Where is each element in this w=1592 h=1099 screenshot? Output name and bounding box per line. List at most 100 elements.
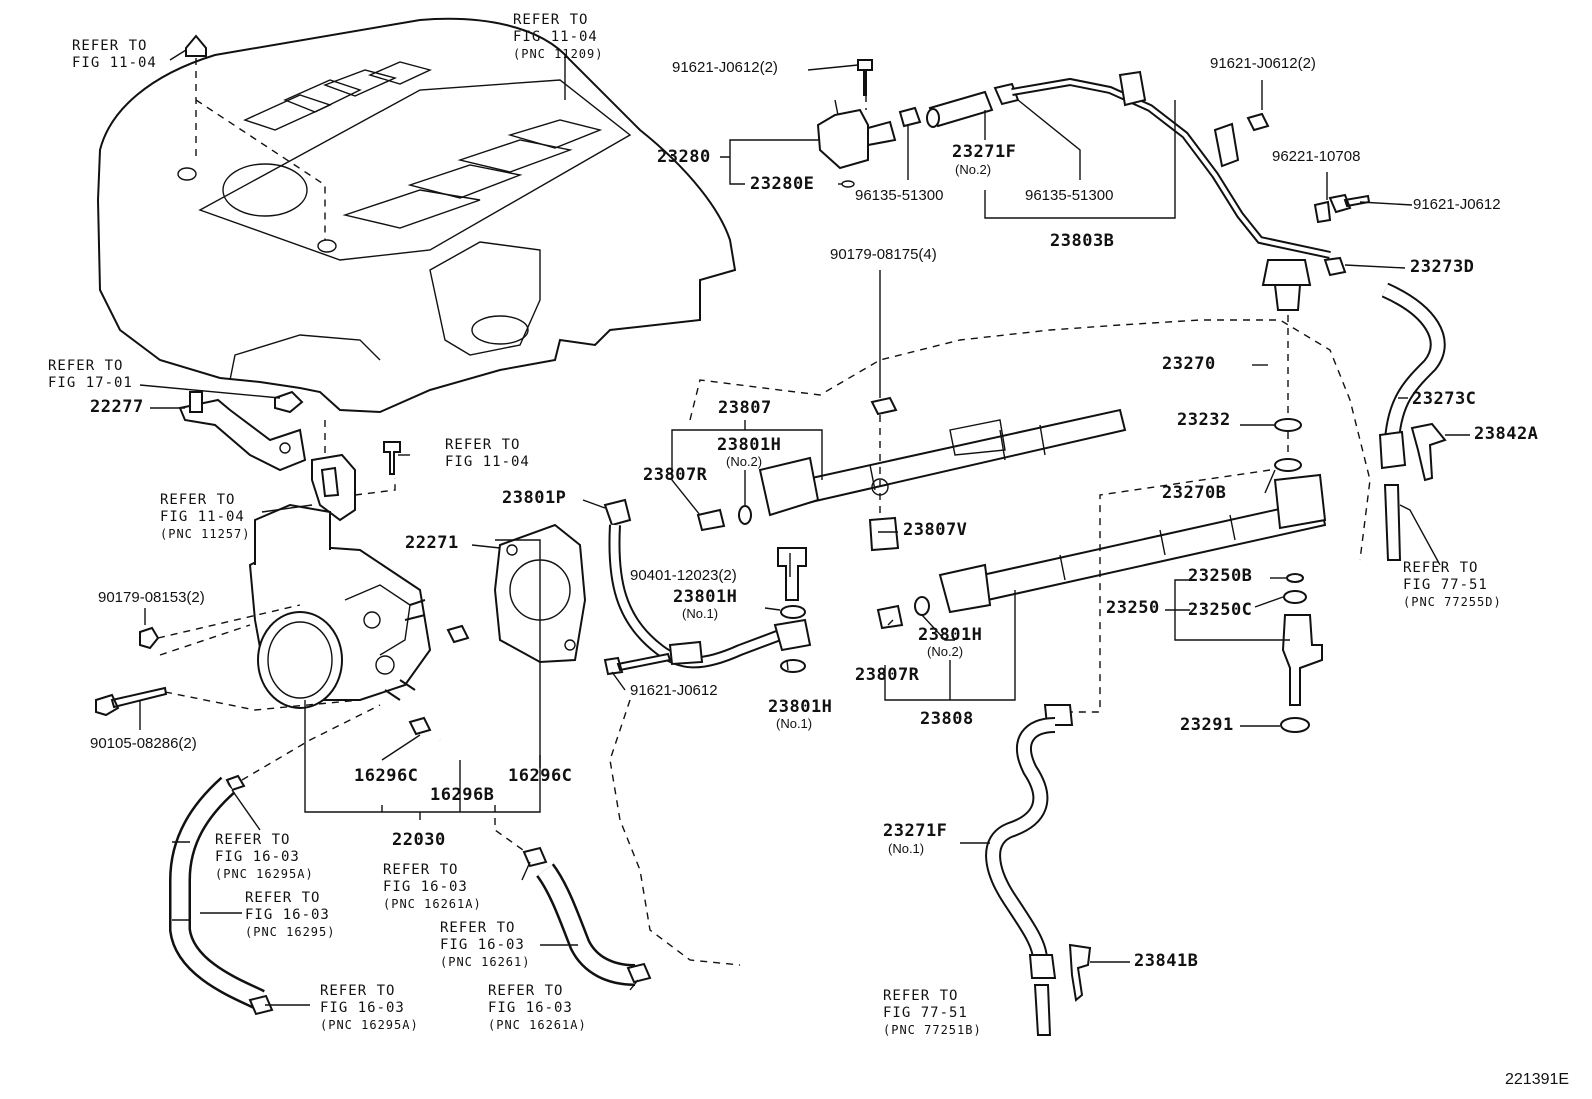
bolt-90401 xyxy=(777,547,807,673)
part-label-23271F-no1: 23271F xyxy=(883,821,948,841)
fuel-hose-23271F-no2 xyxy=(926,82,1020,128)
bracket-22277 xyxy=(178,390,307,472)
part-label-23803B: 23803B xyxy=(1050,231,1115,251)
bracket-11257 xyxy=(311,453,396,522)
part-label-23801H-no1-b: 23801H xyxy=(768,697,833,717)
ref-hose-16295A-bottom: REFER TO FIG 16-03 (PNC 16295A) xyxy=(320,983,419,1034)
ref-line: REFER TO xyxy=(488,983,564,999)
part-label-23801P: 23801P xyxy=(502,488,567,508)
ref-hose-16295: REFER TO FIG 16-03 (PNC 16295) xyxy=(245,890,335,941)
leader-lines xyxy=(139,49,1470,1006)
engine-cover xyxy=(96,17,737,414)
ref-line: (PNC 77251B) xyxy=(883,1023,982,1037)
part-label-96135-b: 96135-51300 xyxy=(1025,187,1114,204)
ref-line: FIG 16-03 xyxy=(320,1000,405,1016)
part-label-22271: 22271 xyxy=(405,533,459,553)
part-label-22277: 22277 xyxy=(90,397,144,417)
ref-line: (PNC 16295) xyxy=(245,925,336,939)
throttle-fasteners xyxy=(95,604,361,717)
ref-line: (PNC 16261A) xyxy=(488,1018,587,1032)
part-label-23280: 23280 xyxy=(657,147,711,167)
fuel-tube-23803B xyxy=(1011,70,1331,259)
clamps-16296C xyxy=(225,624,470,792)
bolt-11-04 xyxy=(383,441,401,475)
ref-line: REFER TO xyxy=(513,12,589,28)
part-label-23291: 23291 xyxy=(1180,715,1234,735)
ref-line: (PNC 16295A) xyxy=(320,1018,419,1032)
hose-23273C xyxy=(1323,256,1446,561)
ref-line: REFER TO xyxy=(72,38,148,54)
part-label-90105: 90105-08286(2) xyxy=(90,735,197,752)
part-label-22030: 22030 xyxy=(392,830,446,850)
ref-line: FIG 16-03 xyxy=(440,937,525,953)
ref-bolt-mid: REFER TO FIG 11-04 xyxy=(445,437,530,471)
part-label-91621-right-top: 91621-J0612(2) xyxy=(1210,55,1316,72)
ref-fuel-77255D: REFER TO FIG 77-51 (PNC 77255D) xyxy=(1403,560,1502,611)
fuel-pipe-23801P xyxy=(603,498,812,669)
part-label-23250B: 23250B xyxy=(1188,566,1253,586)
ref-fuel-77251B: REFER TO FIG 77-51 (PNC 77251B) xyxy=(883,988,982,1039)
ref-line: REFER TO xyxy=(883,988,959,1004)
ref-line: REFER TO xyxy=(215,832,291,848)
part-sub-23271F-no2: (No.2) xyxy=(955,162,992,177)
delivery-pipe-fasteners xyxy=(696,396,900,552)
part-label-23250: 23250 xyxy=(1106,598,1160,618)
ref-line: FIG 16-03 xyxy=(215,849,300,865)
part-label-91621-top: 91621-J0612(2) xyxy=(672,59,778,76)
part-sub-23801H-no2-a: (No.2) xyxy=(726,454,763,469)
ref-line: (PNC 16261) xyxy=(440,955,531,969)
ref-bracket-11257: REFER TO FIG 11-04 (PNC 11257) xyxy=(160,492,250,543)
part-label-90401: 90401-12023(2) xyxy=(630,567,737,584)
part-sub-23801H-no1-a: (No.1) xyxy=(682,606,719,621)
part-label-90179-4: 90179-08175(4) xyxy=(830,246,937,263)
bolt-91621-mid xyxy=(603,652,672,676)
ref-line: REFER TO xyxy=(160,492,236,508)
ref-line: REFER TO xyxy=(383,862,459,878)
ref-line: FIG 77-51 xyxy=(883,1005,968,1021)
part-label-23807V: 23807V xyxy=(903,520,968,540)
hose-16261 xyxy=(494,805,652,986)
ref-line: FIG 11-04 xyxy=(72,55,157,71)
part-label-90179-2: 90179-08153(2) xyxy=(98,589,205,606)
ref-line: (PNC 16261A) xyxy=(383,897,482,911)
part-label-96221: 96221-10708 xyxy=(1272,148,1361,165)
part-label-23807R-b: 23807R xyxy=(855,665,920,685)
clip-23841B xyxy=(1068,943,1092,1002)
clamp-96221 xyxy=(1313,193,1371,224)
ref-line: REFER TO xyxy=(320,983,396,999)
ref-line: FIG 16-03 xyxy=(488,1000,573,1016)
ref-line: REFER TO xyxy=(445,437,521,453)
part-label-23273C: 23273C xyxy=(1412,389,1477,409)
part-label-23250C: 23250C xyxy=(1188,600,1253,620)
part-label-23801H-no2-b: 23801H xyxy=(918,625,983,645)
ref-line: FIG 11-04 xyxy=(445,454,530,470)
ref-bracket-left: REFER TO FIG 17-01 xyxy=(48,358,133,392)
ref-line: FIG 77-51 xyxy=(1403,577,1488,593)
ref-line: FIG 11-04 xyxy=(160,509,245,525)
part-label-23280E: 23280E xyxy=(750,174,815,194)
part-label-23801H-no1-a: 23801H xyxy=(673,587,738,607)
clip-23842A xyxy=(1410,422,1447,482)
ref-line: FIG 17-01 xyxy=(48,375,133,391)
pulsation-damper-23280 xyxy=(816,59,922,188)
damper-23270 xyxy=(1261,259,1312,472)
part-label-16296B: 16296B xyxy=(430,785,495,805)
part-label-23232: 23232 xyxy=(1177,410,1231,430)
part-label-23808: 23808 xyxy=(920,709,974,729)
ref-line: REFER TO xyxy=(1403,560,1479,576)
ref-line: (PNC 11257) xyxy=(160,527,251,541)
fuel-delivery-pipe-23807 xyxy=(758,408,1127,517)
part-sub-23801H-no1-b: (No.1) xyxy=(776,716,813,731)
part-sub-23271F-no1: (No.1) xyxy=(888,841,925,856)
part-label-23270B: 23270B xyxy=(1162,483,1227,503)
part-label-23270: 23270 xyxy=(1162,354,1216,374)
fuel-hose-23271F-no1 xyxy=(985,704,1074,1036)
part-label-23842A: 23842A xyxy=(1474,424,1539,444)
part-label-16296C-b: 16296C xyxy=(508,766,573,786)
fuel-delivery-pipe-23808 xyxy=(876,473,1327,630)
ref-line: REFER TO xyxy=(48,358,124,374)
part-label-23807R-a: 23807R xyxy=(643,465,708,485)
part-label-96135-a: 96135-51300 xyxy=(855,187,944,204)
part-sub-23801H-no2-b: (No.2) xyxy=(927,644,964,659)
